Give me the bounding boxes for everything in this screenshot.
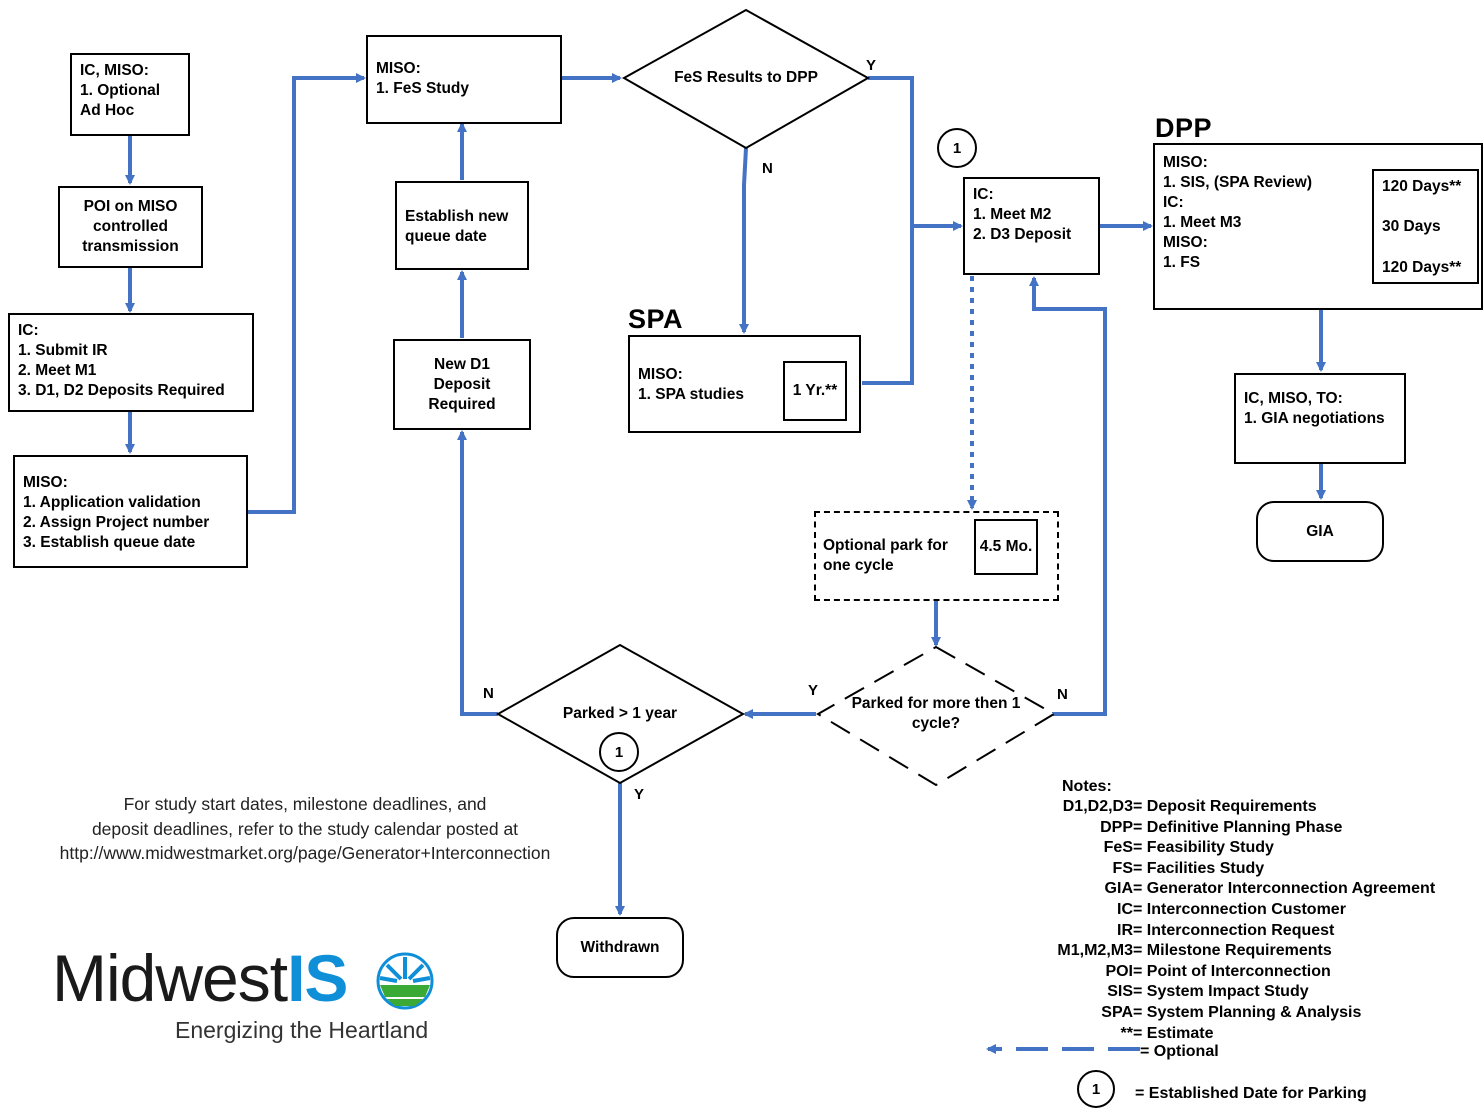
spa-duration-box: 1 Yr.**: [783, 361, 847, 421]
calendar-link[interactable]: http://www.midwestmarket.org/page/Genera…: [59, 843, 551, 863]
ic-m2-box: IC: 1. Meet M2 2. D3 Deposit: [963, 177, 1100, 275]
note-definition: = Facilities Study: [1133, 859, 1265, 877]
legend-parking-text: = Established Date for Parking: [1135, 1085, 1367, 1102]
fes-results-text: FeS Results to DPP: [674, 69, 818, 86]
note-definition: = Feasibility Study: [1133, 839, 1274, 857]
note-definition: = System Planning & Analysis: [1133, 1004, 1362, 1021]
arrow-spa-to-m2: [862, 221, 963, 385]
note-definition: = Estimate: [1133, 1024, 1214, 1042]
note-abbrev: SPA: [1101, 1004, 1133, 1021]
note-definition: = Generator Interconnection Agreement: [1133, 880, 1436, 898]
spa-box: MISO: 1. SPA studies 1 Yr.**: [628, 335, 861, 433]
parked-year-no-label: N: [483, 685, 494, 702]
parked-more-text: Parked for more then 1 cycle?: [851, 695, 1021, 732]
note-definition: = Point of Interconnection: [1133, 962, 1331, 980]
arrow-decision-yes: [868, 76, 914, 226]
arrow-validation-to-fes: [248, 73, 366, 514]
decision-parked-year: [495, 643, 746, 785]
spa-section-title: SPA: [628, 304, 684, 334]
note-abbrev: FeS: [1103, 839, 1133, 857]
new-d1-box: New D1 Deposit Required: [393, 339, 531, 430]
dpp-box: MISO: 1. SIS, (SPA Review) IC: 1. Meet M…: [1153, 143, 1483, 310]
legend-parking-circle: 1: [1077, 1070, 1115, 1108]
parked-year-text: Parked > 1 year: [562, 705, 678, 722]
parked-year-yes-label: Y: [634, 786, 645, 803]
miso-validation-box: MISO: 1. Application validation 2. Assig…: [13, 455, 248, 568]
logo-sun-icon: [376, 952, 434, 1010]
gia-terminal: GIA: [1256, 501, 1384, 562]
note-definition: = Definitive Planning Phase: [1133, 818, 1343, 836]
fes-yes-label: Y: [866, 57, 877, 74]
withdrawn-terminal: Withdrawn: [556, 917, 684, 978]
arrow-no-to-m2: [1029, 276, 1107, 716]
note-abbrev: D1,D2,D3: [1062, 798, 1133, 815]
decision-parked-more: [816, 645, 1056, 787]
note-abbrev: GIA: [1104, 880, 1133, 898]
parked-more-no-label: N: [1057, 686, 1068, 703]
calendar-note: For study start dates, milestone deadlin…: [15, 792, 595, 866]
park-duration-box: 4.5 Mo.: [974, 519, 1038, 575]
dpp-duration-sis: 120 Days**: [1382, 178, 1462, 195]
note-abbrev: IC: [1117, 901, 1133, 918]
note-definition: = Deposit Requirements: [1133, 798, 1317, 815]
ic-submit-box: IC: 1. Submit IR 2. Meet M1 3. D1, D2 De…: [8, 313, 254, 412]
note-abbrev: **: [1120, 1024, 1133, 1042]
dpp-section-title: DPP: [1155, 113, 1213, 143]
arrow-year-no: [457, 430, 498, 716]
parked-more-yes-label: Y: [808, 682, 819, 699]
optional-park-box: Optional park for one cycle 4.5 Mo.: [814, 511, 1059, 601]
parking-date-marker-decision: 1: [599, 732, 639, 772]
fes-no-label: N: [762, 160, 773, 177]
fes-study-box: MISO: 1. FeS Study: [366, 35, 562, 124]
arrow-decision-to-spa: [739, 147, 749, 334]
note-abbrev: POI: [1105, 962, 1133, 980]
optional-adhoc-box: IC, MISO: 1. Optional Ad Hoc: [70, 53, 190, 136]
dpp-duration-m3: 30 Days: [1382, 218, 1441, 235]
legend-optional-text: = Optional: [1140, 1043, 1219, 1060]
dpp-duration-fs: 120 Days**: [1382, 259, 1462, 276]
decision-fes-results: [621, 8, 871, 150]
note-definition: = Interconnection Request: [1133, 921, 1335, 939]
gia-negotiations-box: IC, MISO, TO: 1. GIA negotiations: [1234, 373, 1406, 464]
note-abbrev: M1,M2,M3: [1057, 942, 1133, 960]
parking-date-marker: 1: [937, 128, 977, 168]
note-abbrev: IR: [1117, 921, 1133, 939]
dpp-duration-column: 120 Days** 30 Days 120 Days**: [1372, 169, 1479, 284]
note-abbrev: DPP: [1100, 818, 1133, 836]
note-abbrev: FS: [1112, 859, 1133, 877]
note-abbrev: SIS: [1107, 983, 1133, 1001]
notes-title: Notes:: [1062, 778, 1112, 795]
note-definition: = System Impact Study: [1133, 983, 1309, 1001]
establish-queue-box: Establish new queue date: [395, 181, 529, 270]
note-definition: = Interconnection Customer: [1133, 901, 1346, 918]
midwest-iso-logo: MidwestIS Energizing the Heartland: [52, 945, 434, 1043]
poi-box: POI on MISO controlled transmission: [58, 186, 203, 268]
note-definition: = Milestone Requirements: [1133, 942, 1332, 960]
